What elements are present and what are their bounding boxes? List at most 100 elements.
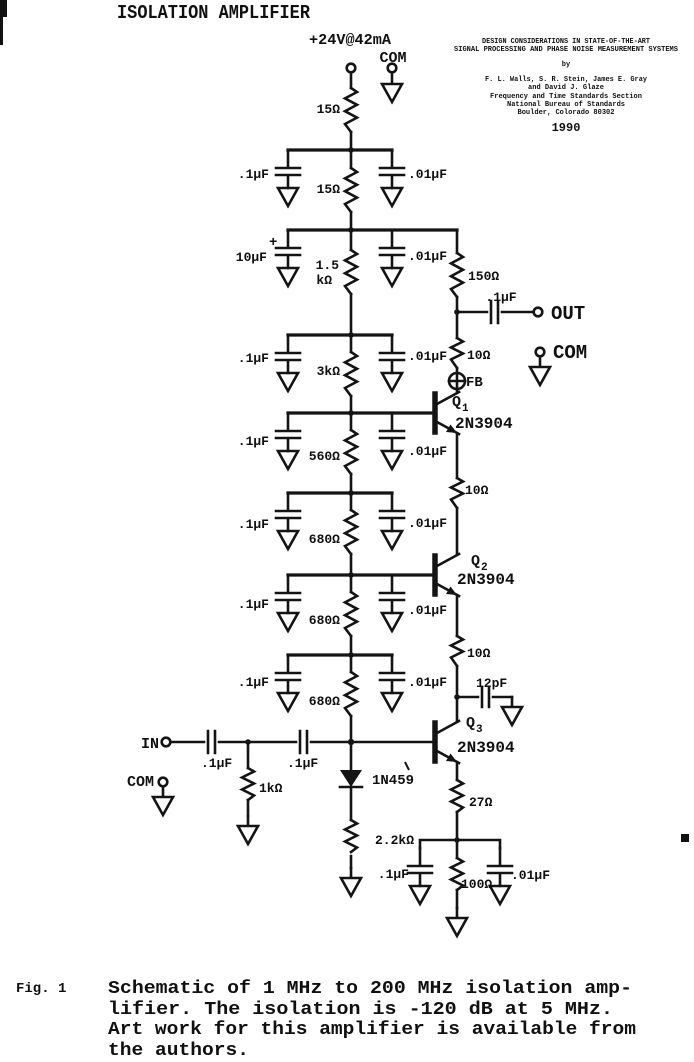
r3k-label: 3kΩ	[317, 364, 341, 379]
page-title: ISOLATION AMPLIFIER	[117, 2, 311, 24]
r680b-label: 680Ω	[309, 613, 340, 628]
q2-sub: 2	[481, 562, 488, 574]
cap-left7-label: .1µF	[238, 675, 269, 690]
resistor-2k2	[343, 818, 359, 854]
node-bars	[286, 148, 459, 657]
junction-dot	[348, 332, 354, 338]
terminal-com-right	[534, 346, 546, 358]
resistor-15ohm-2	[343, 166, 359, 214]
terminal-supply	[345, 62, 357, 74]
header-authors1: F. L. Walls, S. R. Stein, James E. Gray	[485, 76, 648, 84]
header-affil1: Frequency and Time Standards Section	[490, 93, 642, 101]
ground-com-top	[380, 72, 404, 104]
header-affil2: National Bureau of Standards	[507, 101, 625, 109]
resistor-10-mid	[449, 476, 465, 510]
header-affil3: Boulder, Colorado 80302	[518, 109, 615, 117]
cap-left5-label: .1µF	[238, 517, 269, 532]
cap-10uf-plus: +	[269, 235, 277, 251]
cap-bypass-right-3	[378, 333, 406, 393]
out-label: OUT	[551, 303, 585, 325]
resistor-680-b	[343, 590, 359, 638]
resistor-680-a	[343, 508, 359, 556]
r680c-label: 680Ω	[309, 694, 340, 709]
r2k2-label: 2.2kΩ	[375, 833, 414, 848]
cap-right2-label: .01µF	[408, 249, 447, 264]
cap-bypass-right-2	[378, 228, 406, 288]
junction-dot	[454, 694, 460, 700]
r1k-label: 1kΩ	[259, 781, 283, 796]
r150-label: 150Ω	[468, 269, 499, 284]
header-by: by	[562, 61, 571, 69]
cap-bypass-right-4	[378, 411, 406, 471]
com-top-label: COM	[379, 50, 406, 67]
cap-bypass-left-5	[274, 491, 302, 551]
resistor-680-c	[343, 670, 359, 718]
q2-label: Q	[471, 553, 480, 570]
cap-emitter-left-label: .1µF	[378, 867, 409, 882]
caption-line3: Art work for this amplifier is available…	[108, 1020, 636, 1040]
scan-artifact-corner	[0, 0, 7, 17]
cap-bypass-left-1	[274, 148, 302, 208]
cap-10uf-label: 10µF	[236, 250, 267, 265]
q3-sub: 3	[476, 724, 483, 736]
r1k5-label-2: kΩ	[316, 273, 332, 288]
r27-label: 27Ω	[469, 795, 493, 810]
out-cap-label: .1µF	[485, 290, 516, 305]
cap-electrolytic-10uf	[274, 228, 302, 288]
resistor-1k5	[343, 248, 359, 296]
r560-label: 560Ω	[309, 449, 340, 464]
resistor-15ohm-top	[343, 86, 359, 134]
cap-left4-label: .1µF	[238, 434, 269, 449]
ground-1k	[236, 814, 260, 846]
ground-rail-bottom	[339, 866, 363, 898]
q1-sub: 1	[462, 403, 469, 415]
terminal-out	[532, 306, 544, 318]
q2-part: 2N3904	[457, 571, 515, 589]
scan-artifact-dot	[681, 834, 689, 842]
cin1-label: .1µF	[201, 756, 232, 771]
header-authors2: and David J. Glaze	[528, 84, 604, 92]
cap-left1-label: .1µF	[238, 167, 269, 182]
junction-dot	[348, 490, 354, 496]
transistor-q3	[435, 721, 459, 763]
resistor-3k	[343, 350, 359, 398]
out-wire	[455, 299, 535, 325]
c12p-wire	[455, 685, 514, 709]
cap-emitter-left	[406, 846, 434, 906]
c12pf-label: 12pF	[476, 676, 507, 691]
junction-dot	[348, 410, 354, 416]
scan-speck	[404, 761, 410, 771]
q3-label: Q	[466, 715, 475, 732]
cap-bypass-right-7	[378, 653, 406, 713]
transistor-q2	[435, 554, 459, 596]
input-wire	[168, 729, 435, 818]
cap-bypass-right-1	[378, 148, 406, 208]
junction-dot	[347, 738, 355, 746]
cap-right1-label: .01µF	[408, 167, 447, 182]
figure-number: Fig. 1	[16, 981, 66, 997]
resistor-10-top	[449, 336, 465, 370]
junction-dot	[454, 837, 460, 843]
junction-dot	[245, 739, 251, 745]
cap-right3-label: .01µF	[408, 349, 447, 364]
resistor-560	[343, 428, 359, 476]
junction-dot	[348, 147, 354, 153]
com-input-label: COM	[127, 774, 154, 791]
caption-line1: Schematic of 1 MHz to 200 MHz isolation …	[108, 979, 632, 999]
ground-12pf	[500, 695, 524, 727]
r100-label: 100Ω	[461, 877, 492, 892]
supply-label: +24V@42mA	[309, 32, 391, 49]
cap-bypass-right-6	[378, 573, 406, 633]
ground-com-input	[151, 785, 175, 817]
cap-emitter-right-label: .01µF	[511, 868, 550, 883]
scan-artifact-edge	[0, 0, 3, 45]
r10-top-label: 10Ω	[467, 348, 491, 363]
header-line1: DESIGN CONSIDERATIONS IN STATE-OF-THE-AR…	[482, 38, 650, 46]
cin2-label: .1µF	[287, 756, 318, 771]
ground-100ohm	[445, 906, 469, 938]
terminal-in	[160, 736, 172, 748]
header-line2: SIGNAL PROCESSING AND PHASE NOISE MEASUR…	[454, 46, 678, 54]
cap-right4-label: .01µF	[408, 444, 447, 459]
r10-low-label: 10Ω	[467, 646, 491, 661]
